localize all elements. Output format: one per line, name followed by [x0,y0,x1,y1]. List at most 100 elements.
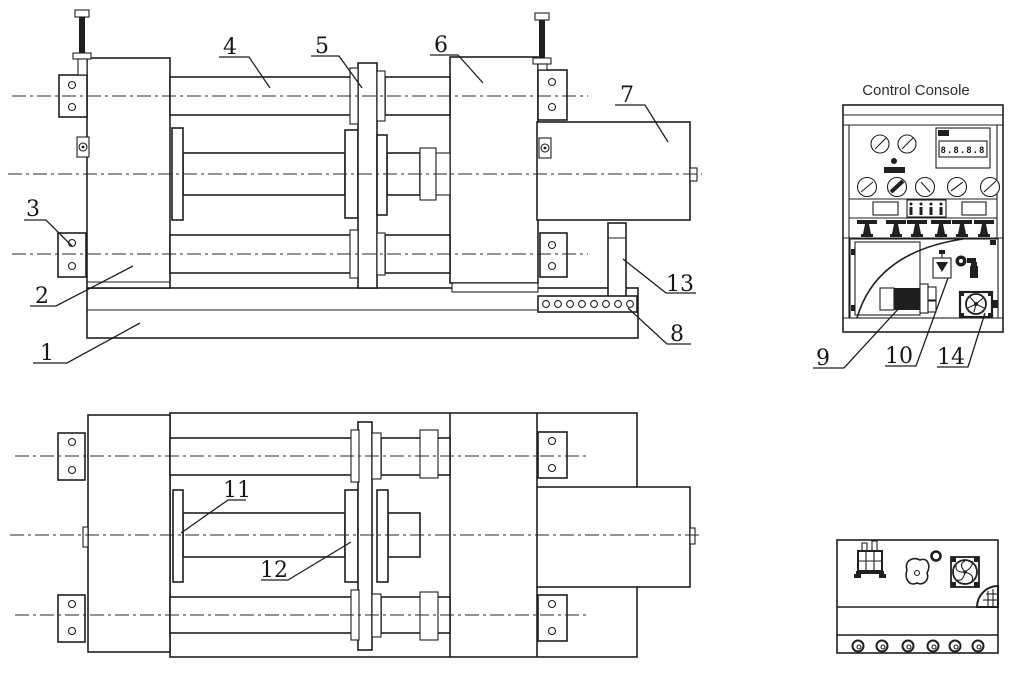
toggle-switch[interactable] [952,220,972,237]
pressure-gauge [897,134,917,154]
control-knob[interactable] [856,176,878,198]
bracket-right-bottom [539,232,568,278]
bolt-hole [547,599,557,609]
rod-sleeve [419,591,439,641]
strip-hole [626,300,634,308]
part-callouts: 1 2 3 4 5 6 7 8 9 10 11 12 13 14 [24,33,986,583]
control-knob[interactable] [979,176,1001,198]
flange-plate-left-top [344,489,359,583]
hydraulic-cylinder-top [536,486,691,588]
bolt-hole [67,626,77,636]
door-hinge [993,300,998,308]
control-console: Control Console 8.8.8.8 [842,82,1004,333]
strip-hole [602,300,610,308]
bolt-hole [67,437,77,447]
leader-line-5 [311,55,363,89]
toggle-switch[interactable] [907,220,927,237]
leader-line-12 [261,541,352,581]
part-label-2: 2 [35,284,49,309]
bracket-bottom-left [57,594,86,643]
bolt-bracket-left [76,136,90,158]
bolt-hole [67,102,77,112]
part-label-11: 11 [223,478,251,503]
left-cylinder-block-top [87,414,171,653]
door-hinge [851,249,855,255]
hydraulic-cylinder [536,121,691,221]
control-knob[interactable] [946,176,968,198]
bracket-bottom-right [537,594,568,642]
part-label-10: 10 [885,344,913,369]
bolt-hole [547,77,557,87]
cooling-fan [958,290,994,319]
transformer [854,540,886,578]
flange-plate-right-top [376,489,389,583]
strip-hole [578,300,586,308]
bolt-hole [547,102,557,112]
bolt-hole [547,261,557,271]
leader-line-11 [180,499,246,534]
mini-switch-bank[interactable] [906,199,947,218]
support-post [607,222,627,299]
control-knob[interactable] [914,176,936,198]
connector-socket [851,639,865,653]
switch-plate [872,201,899,216]
right-block-foot [451,282,539,293]
bolt-hole [547,436,557,446]
part-label-7: 7 [620,83,634,108]
shaft-end-nub [82,526,89,548]
connector-socket [971,639,985,653]
pressure-gauge [870,134,890,154]
part-label-5: 5 [315,34,329,59]
bolt-hole [67,599,77,609]
toggle-switch[interactable] [857,220,877,237]
toggle-switch[interactable] [931,220,951,237]
leader-line-14 [937,312,986,368]
control-knob[interactable] [886,176,908,198]
toggle-switch[interactable] [886,220,906,237]
grommet [930,550,942,562]
leader-line-1 [33,322,141,364]
strip-hole [554,300,562,308]
cable-curve [856,238,964,319]
strip-hole [542,300,550,308]
leader-line-6 [430,54,484,84]
leader-line-13 [622,258,696,294]
display-tag [938,130,949,136]
bolt-hole [67,465,77,475]
bracket-left-bottom [57,232,87,278]
part-label-8: 8 [670,322,684,347]
bracket-top-right [537,431,568,479]
perforated-strip [537,295,638,313]
anchor-bolt-left [72,9,92,76]
machine-side-view [8,9,702,339]
digital-display: 8.8.8.8 [935,127,991,169]
leader-line-8 [627,307,691,345]
connector-socket [926,639,940,653]
toggle-switch[interactable] [974,220,994,237]
valve-assembly [932,250,978,279]
strip-hole [614,300,622,308]
connector-socket [901,639,915,653]
part-label-1: 1 [40,341,54,366]
bolt-bracket-right [538,137,552,159]
strip-hole [566,300,574,308]
bolt-hole [547,463,557,473]
piston-plate-top [172,489,184,583]
leader-line-4 [219,56,271,89]
leader-line-9 [813,305,902,369]
corner-grille [975,584,999,608]
bolt-hole [547,626,557,636]
junction-box-panel [836,539,999,654]
part-label-9: 9 [816,346,830,371]
door-hinge [990,240,996,245]
part-label-3: 3 [26,197,40,222]
leader-line-7 [615,104,669,143]
leader-line-3 [24,219,73,247]
part-label-14: 14 [937,345,965,370]
leader-line-10 [885,277,949,367]
motor-pump-unit [879,283,937,314]
rod-sleeve [419,429,439,479]
bolt-hole [547,240,557,250]
